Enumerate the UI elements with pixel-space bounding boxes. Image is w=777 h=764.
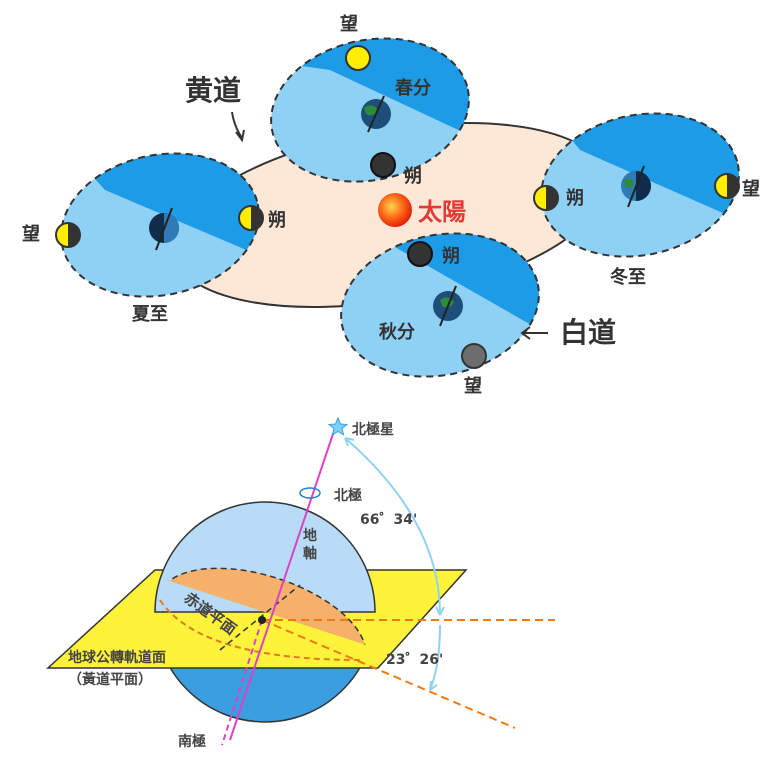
north-pole-label: 北極	[334, 487, 362, 504]
autumn-new-moon-label: 朔	[442, 245, 460, 267]
winter-season-label: 冬至	[610, 266, 646, 288]
ecliptic-plane-label: （黃道平面）	[68, 671, 152, 688]
earth-center	[258, 616, 266, 624]
earth-axis	[229, 427, 336, 741]
autumn-full-moon-icon	[461, 343, 487, 369]
summer-new-moon-label: 朔	[268, 209, 286, 231]
spring-full-moon-label: 望	[340, 13, 358, 35]
spring-season-label: 春分	[395, 77, 431, 99]
ecliptic-arrow	[231, 111, 243, 139]
earth-axis-label-1: 地	[303, 527, 317, 544]
autumn-full-moon-label: 望	[464, 375, 482, 397]
tilt-angle-label: 23゜26'	[386, 652, 443, 668]
south-pole-label: 南極	[178, 733, 206, 750]
spring-full-moon-icon	[345, 45, 371, 71]
summer-full-moon-label: 望	[22, 223, 40, 245]
spring-new-moon-label: 朔	[404, 165, 422, 187]
sun-icon	[378, 193, 412, 227]
polaris-angle-arc	[344, 437, 441, 616]
polaris-angle-label: 66゜34'	[360, 512, 417, 528]
summer-season-label: 夏至	[132, 304, 168, 325]
spring-new-moon-icon	[370, 152, 396, 178]
earth-axis-label-2: 軸	[303, 545, 317, 562]
orbit-plane-label: 地球公轉軌道面	[68, 649, 166, 666]
moon-orbit-label: 白道	[560, 316, 616, 349]
winter-full-moon-label: 望	[742, 178, 760, 200]
winter-new-moon-label: 朔	[566, 187, 584, 209]
sun-label: 太陽	[418, 198, 466, 226]
autumn-new-moon-icon	[407, 241, 433, 267]
ecliptic-label: 黄道	[185, 74, 241, 107]
tilt-angle-arc	[429, 624, 441, 691]
polaris-star-icon	[327, 416, 349, 436]
polaris-label: 北極星	[352, 421, 394, 438]
autumn-season-label: 秋分	[379, 321, 415, 343]
north-pole-ring	[299, 487, 321, 499]
